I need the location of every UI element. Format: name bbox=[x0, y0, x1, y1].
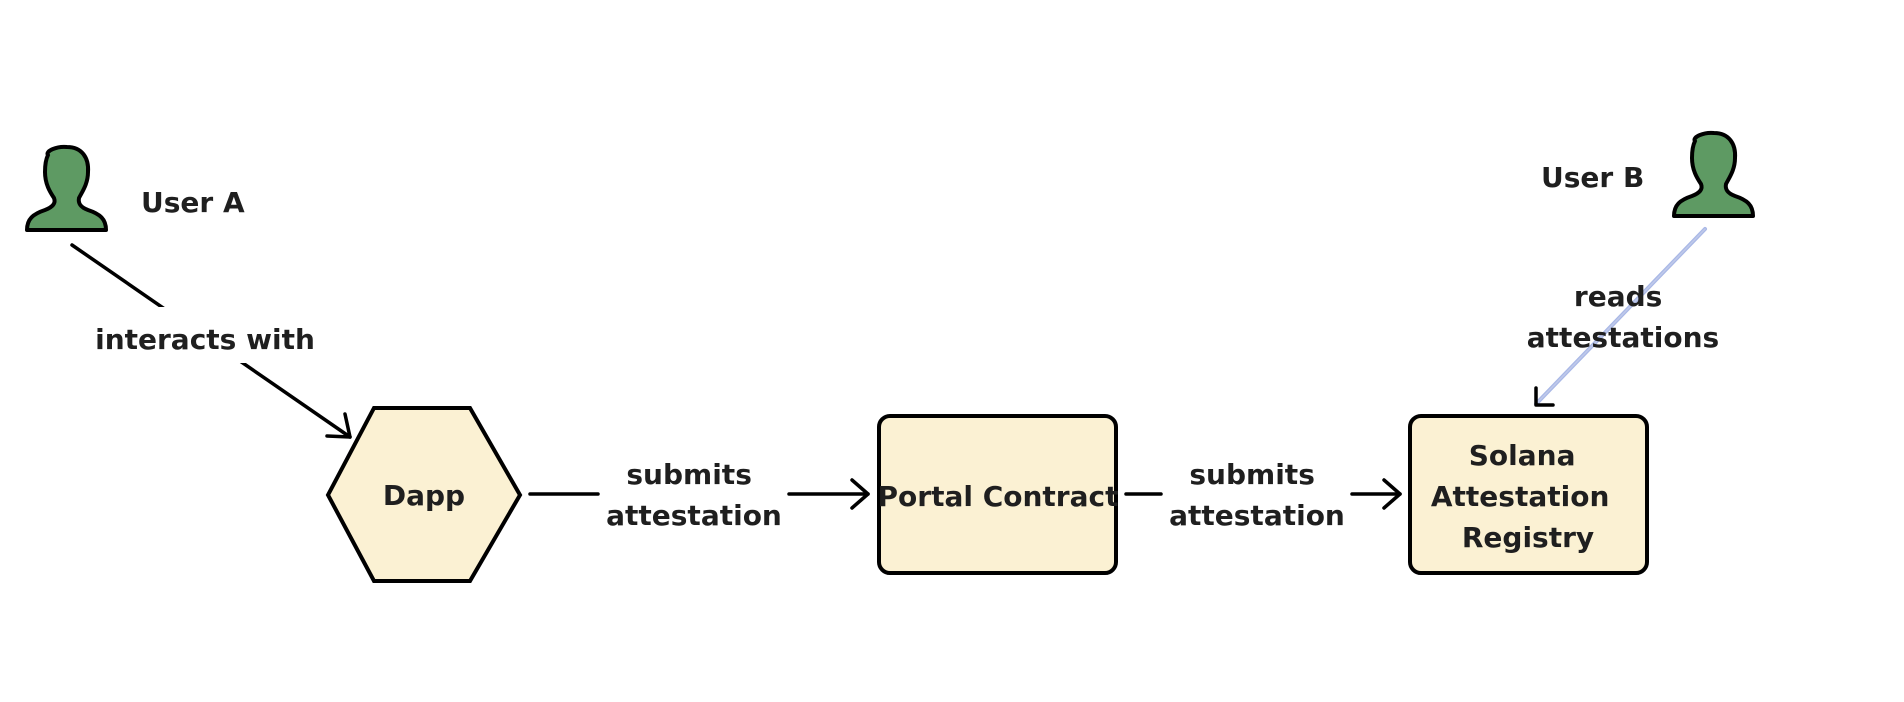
arrowhead-icon bbox=[850, 478, 870, 510]
user-a-label: User A bbox=[141, 186, 245, 219]
node-label-line: Solana bbox=[1469, 439, 1576, 472]
node-label: Dapp bbox=[383, 479, 465, 512]
node-label-line: Registry bbox=[1462, 521, 1594, 554]
edge-label: interacts with bbox=[95, 323, 315, 356]
edge-label-line: attestation bbox=[1169, 499, 1345, 532]
edge-user-b-to-registry[interactable]: reads attestations bbox=[1527, 227, 1719, 407]
user-a[interactable]: User A bbox=[25, 144, 245, 232]
edge-label-line: attestation bbox=[606, 499, 782, 532]
edge-label-line: reads bbox=[1574, 280, 1662, 313]
arrowhead-icon bbox=[325, 412, 352, 439]
edge-label: submits attestation bbox=[1169, 458, 1345, 532]
edge-label: reads attestations bbox=[1527, 280, 1719, 354]
arrowhead-icon bbox=[1534, 386, 1555, 407]
rounded-rect-shape bbox=[877, 414, 1118, 575]
rounded-rect-shape bbox=[1408, 414, 1649, 575]
edge-line bbox=[1535, 228, 1706, 405]
edge-label-bg bbox=[102, 307, 302, 363]
edge-user-a-to-dapp[interactable]: interacts with bbox=[70, 243, 352, 439]
hexagon-shape bbox=[325, 406, 523, 583]
edge-label: submits attestation bbox=[606, 458, 782, 532]
node-dapp[interactable]: Dapp bbox=[325, 406, 523, 583]
arrowhead-icon bbox=[1382, 478, 1402, 510]
node-label: Portal Contract bbox=[878, 480, 1119, 513]
edge-label-line: submits bbox=[1189, 458, 1314, 491]
person-icon bbox=[1672, 130, 1755, 218]
user-b-label: User B bbox=[1541, 161, 1644, 194]
user-b[interactable]: User B bbox=[1541, 130, 1755, 218]
node-registry[interactable]: Solana Attestation Registry bbox=[1408, 414, 1649, 575]
node-label: Solana Attestation Registry bbox=[1431, 439, 1619, 554]
node-label-line: Attestation bbox=[1431, 480, 1610, 513]
edge-label-line: attestations bbox=[1527, 321, 1719, 354]
edge-dapp-to-portal[interactable]: submits attestation bbox=[528, 458, 870, 532]
node-portal-contract[interactable]: Portal Contract bbox=[877, 414, 1119, 575]
person-icon bbox=[25, 144, 108, 232]
edge-label-line: submits bbox=[626, 458, 751, 491]
edge-portal-to-registry[interactable]: submits attestation bbox=[1124, 458, 1402, 532]
